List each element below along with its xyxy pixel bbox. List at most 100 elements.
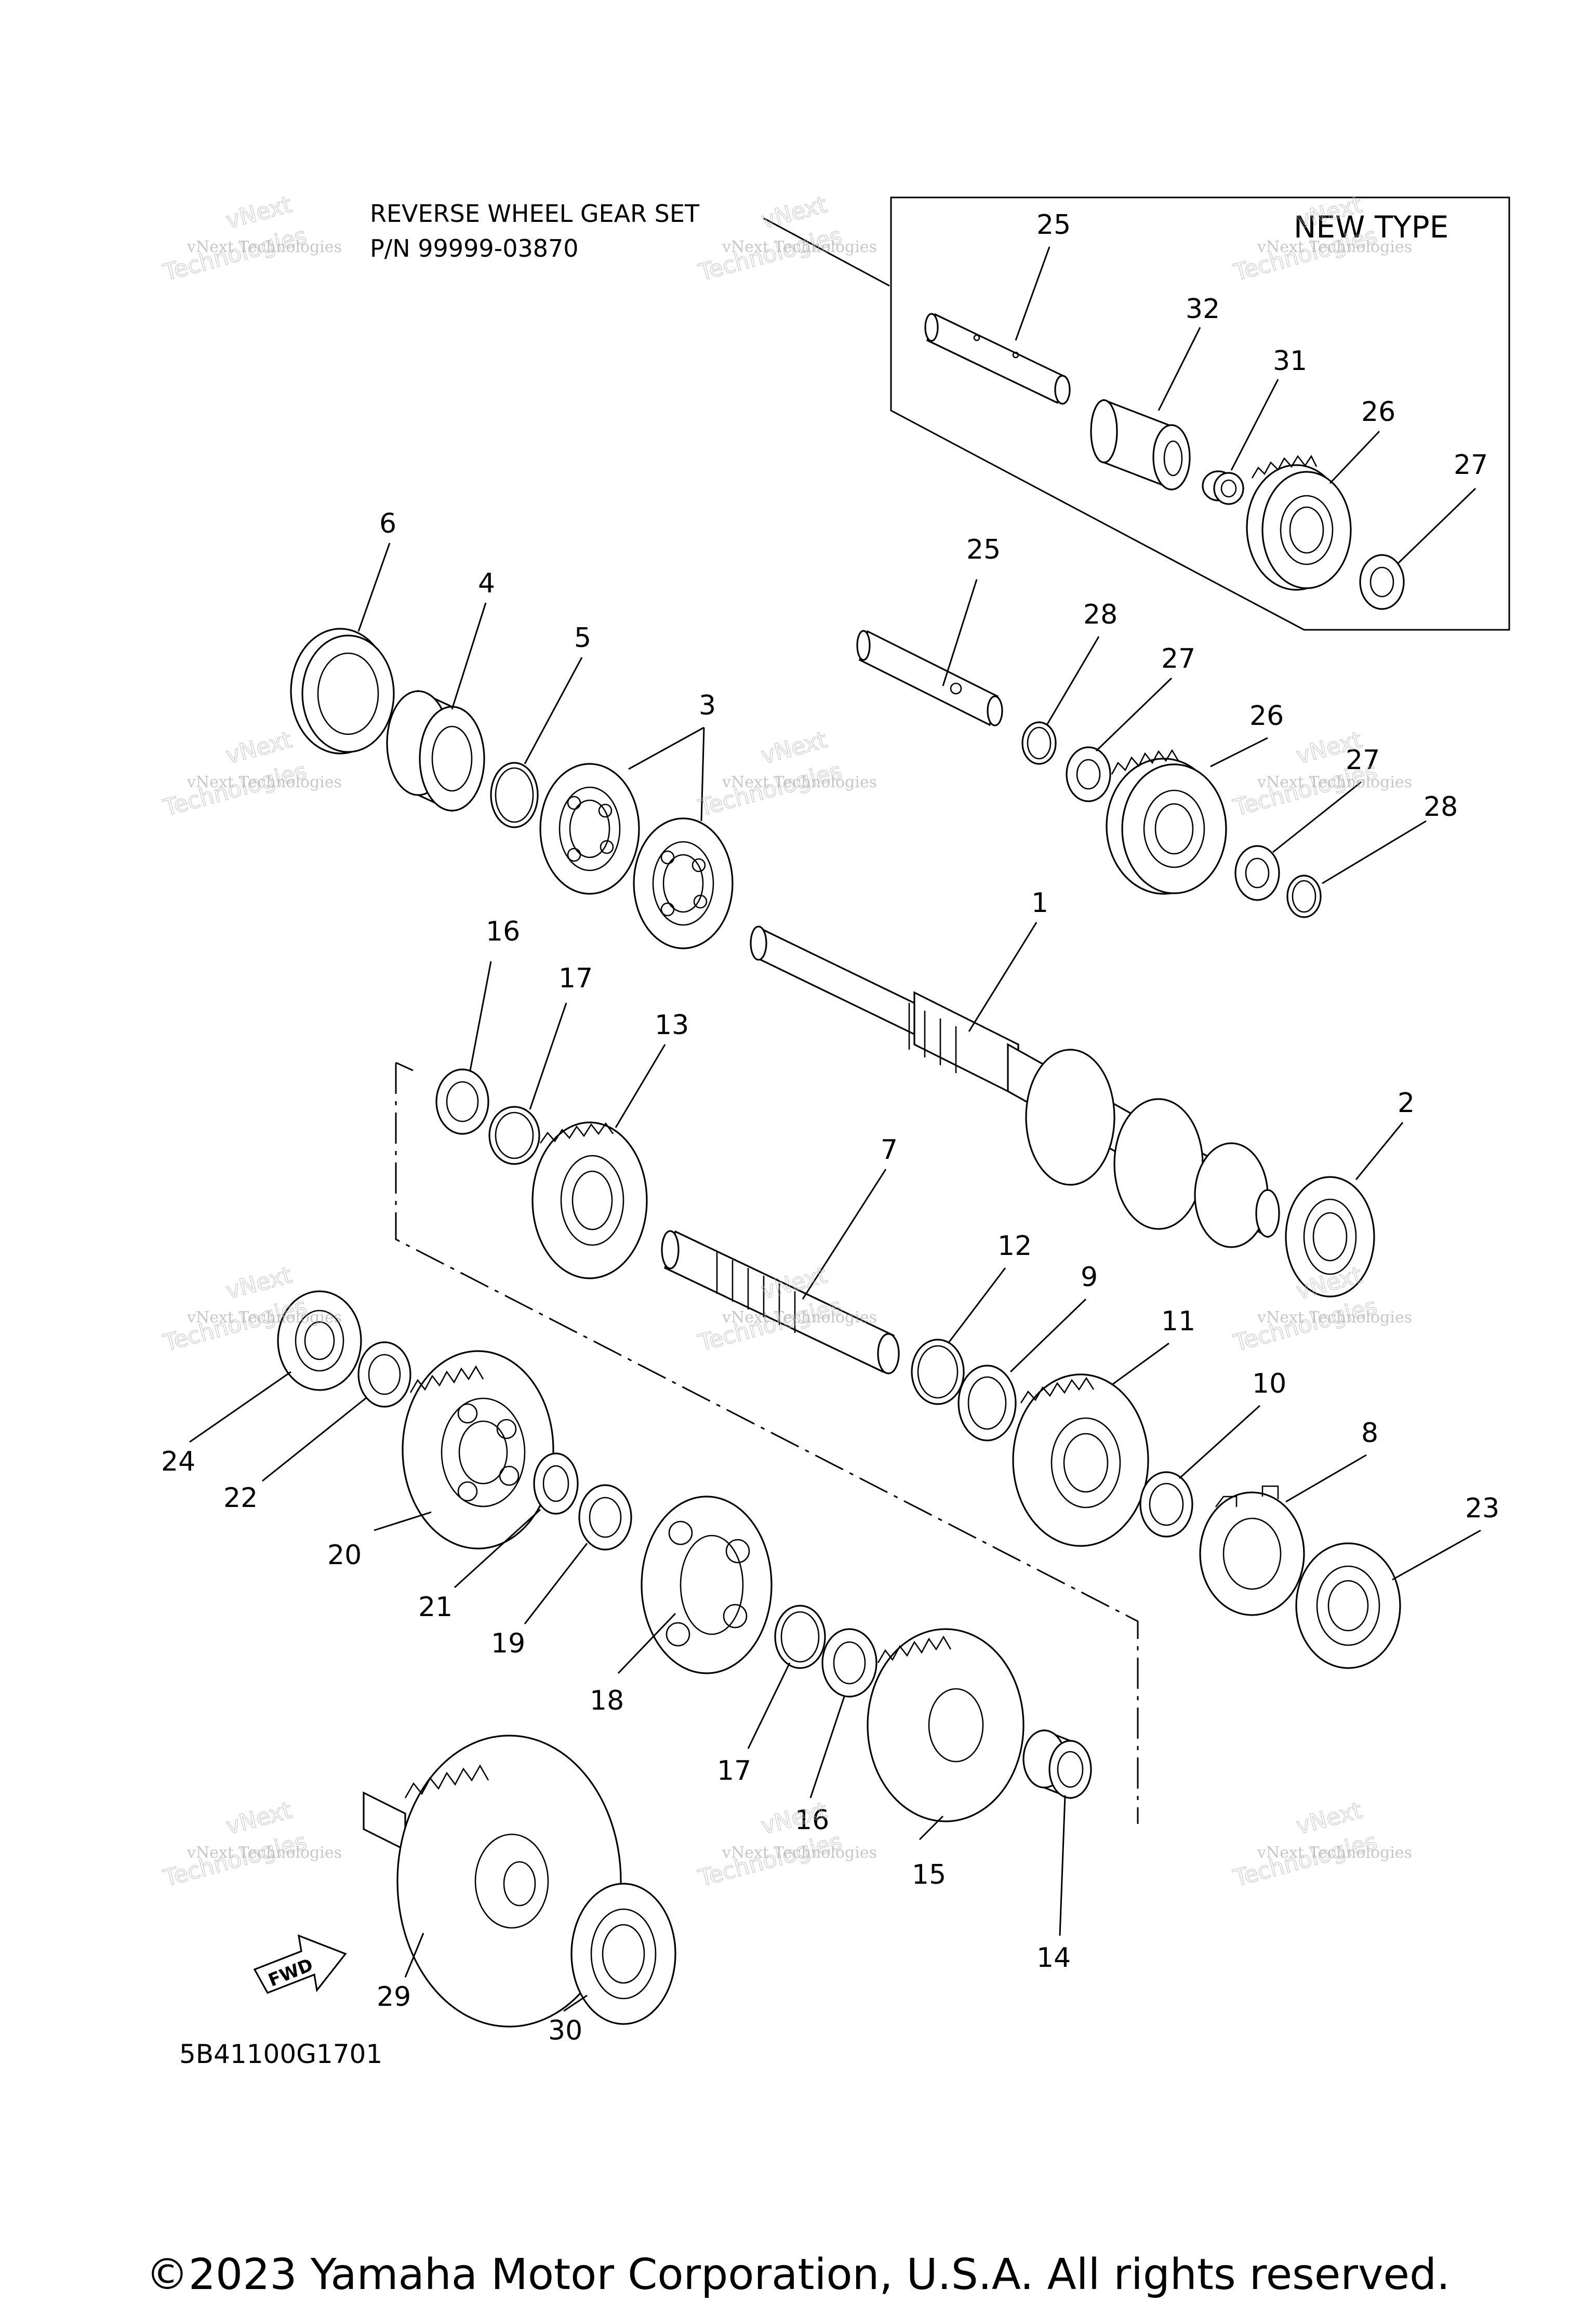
svg-text:vNext Technologies: vNext Technologies	[722, 1844, 877, 1862]
part-8-dog-clutch	[1199, 1485, 1305, 1616]
part-12-circlip	[911, 1339, 965, 1405]
callout-22: 22	[223, 1483, 258, 1514]
watermark: vNext vNext Technologies Technologies	[1230, 1261, 1412, 1357]
svg-text:vNext Technologies: vNext Technologies	[187, 773, 342, 791]
part-32-collar	[1090, 399, 1191, 491]
part-26-idler-gear	[1106, 749, 1227, 895]
svg-text:vNext Technologies: vNext Technologies	[187, 238, 342, 256]
part-10-needle-bearing	[1139, 1471, 1193, 1538]
part-20-gear	[402, 1350, 554, 1550]
svg-text:vNext Technologies: vNext Technologies	[187, 1844, 342, 1862]
callout-31: 31	[1273, 346, 1307, 377]
callout-25-new: 25	[1036, 209, 1071, 241]
svg-text:vNext Technologies: vNext Technologies	[1257, 1844, 1412, 1862]
callout-19: 19	[491, 1628, 525, 1659]
kit-title: REVERSE WHEEL GEAR SET	[370, 200, 700, 228]
svg-text:vNext Technologies: vNext Technologies	[722, 1308, 877, 1327]
callout-4: 4	[478, 568, 495, 599]
kit-leader-line	[763, 217, 890, 287]
callout-17b: 17	[717, 1755, 751, 1787]
part-15-gear	[867, 1628, 1025, 1822]
watermark: vNext vNext Technologies Technologies	[160, 191, 342, 286]
callout-6: 6	[379, 508, 396, 539]
part-4-bearing	[386, 690, 485, 812]
watermark: vNext vNext Technologies Technologies	[1230, 726, 1412, 822]
part-25-new-shaft	[924, 313, 1071, 405]
part-24-bearing	[277, 1290, 362, 1391]
watermark: vNext vNext Technologies Technologies	[695, 726, 877, 822]
callout-14: 14	[1036, 1942, 1071, 1974]
part-21-bushing	[533, 1452, 579, 1515]
part-25-idler-shaft	[856, 630, 1003, 726]
svg-text:vNext Technologies: vNext Technologies	[1257, 1308, 1412, 1327]
copyright-notice: ©2023 Yamaha Motor Corporation, U.S.A. A…	[145, 2250, 1451, 2299]
callout-12: 12	[998, 1231, 1032, 1262]
watermark: vNext vNext Technologies Technologies	[1230, 1796, 1412, 1892]
callout-2: 2	[1398, 1088, 1415, 1119]
callout-21: 21	[418, 1592, 453, 1623]
part-31-needle-bearing	[1202, 470, 1244, 505]
part-6-oil-seal	[290, 628, 395, 755]
fwd-arrow-icon: FWD	[253, 1934, 347, 1994]
callout-23: 23	[1465, 1493, 1499, 1524]
callout-18: 18	[590, 1685, 624, 1716]
callout-1: 1	[1031, 888, 1048, 919]
callout-8: 8	[1361, 1418, 1378, 1449]
part-16-collar-a	[435, 1068, 489, 1135]
svg-text:vNext Technologies: vNext Technologies	[722, 773, 877, 791]
diagram-code: 5B41100G1701	[179, 2039, 382, 2069]
assembly-bracket-dash	[395, 1063, 1139, 1824]
part-9-washer	[957, 1365, 1017, 1441]
watermark: vNext vNext Technologies Technologies	[160, 1796, 342, 1892]
part-3-bearing-a	[539, 763, 640, 895]
callout-29: 29	[377, 1981, 411, 2013]
svg-text:vNext Technologies: vNext Technologies	[722, 238, 877, 256]
part-27-washer-b	[1234, 845, 1280, 901]
part-11-gear	[1012, 1373, 1149, 1547]
part-26-new-gear	[1246, 455, 1352, 591]
part-14-bushing	[1022, 1729, 1092, 1800]
part-16-collar-b	[821, 1628, 877, 1698]
callout-28b: 28	[1424, 791, 1458, 823]
callout-27: 27	[1161, 643, 1195, 674]
leader-lines	[189, 246, 1481, 2012]
part-23-bearing	[1295, 1542, 1401, 1669]
part-2-bearing	[1285, 1176, 1375, 1298]
callout-27b: 27	[1346, 745, 1380, 776]
part-19-washer	[578, 1484, 632, 1551]
part-27-washer-a	[1066, 746, 1111, 802]
part-27-new-washer	[1359, 554, 1405, 610]
callout-10: 10	[1252, 1368, 1286, 1399]
callout-3: 3	[699, 690, 716, 721]
callout-25: 25	[966, 534, 1001, 565]
callout-30: 30	[548, 2015, 582, 2046]
svg-text:vNext Technologies: vNext Technologies	[1257, 238, 1412, 256]
part-7-drive-axle	[661, 1230, 900, 1374]
part-29-final-gear	[363, 1735, 622, 2028]
part-3-bearing-b	[633, 817, 734, 949]
watermark: vNext vNext Technologies Technologies	[695, 191, 877, 286]
callout-28: 28	[1083, 599, 1118, 630]
watermark: vNext vNext Technologies Technologies	[695, 1796, 877, 1892]
callout-labels: 25 32 31 26 27 6 4 5 3 25 28 27 26 27 28…	[161, 209, 1499, 2046]
part-17-circlip-a	[488, 1106, 540, 1165]
part-18-differential	[641, 1496, 773, 1674]
callout-9: 9	[1081, 1262, 1098, 1293]
new-type-label: NEW TYPE	[1294, 209, 1448, 245]
part-1-main-axle	[750, 925, 1280, 1248]
new-type-box	[890, 196, 1510, 631]
part-28-circlip-a	[1021, 721, 1057, 765]
callout-32: 32	[1186, 294, 1220, 325]
callout-17: 17	[558, 963, 593, 994]
svg-text:vNext Technologies: vNext Technologies	[187, 1308, 342, 1327]
part-30-bearing	[570, 1883, 676, 2025]
callout-16: 16	[486, 916, 520, 947]
callout-15: 15	[912, 1859, 946, 1890]
callout-26: 26	[1249, 700, 1284, 732]
svg-text:vNext Technologies: vNext Technologies	[1257, 773, 1412, 791]
watermark: vNext vNext Technologies Technologies	[1230, 191, 1412, 286]
part-22-washer	[357, 1341, 411, 1408]
callout-26-new: 26	[1361, 396, 1395, 428]
callout-27-new: 27	[1454, 449, 1488, 481]
